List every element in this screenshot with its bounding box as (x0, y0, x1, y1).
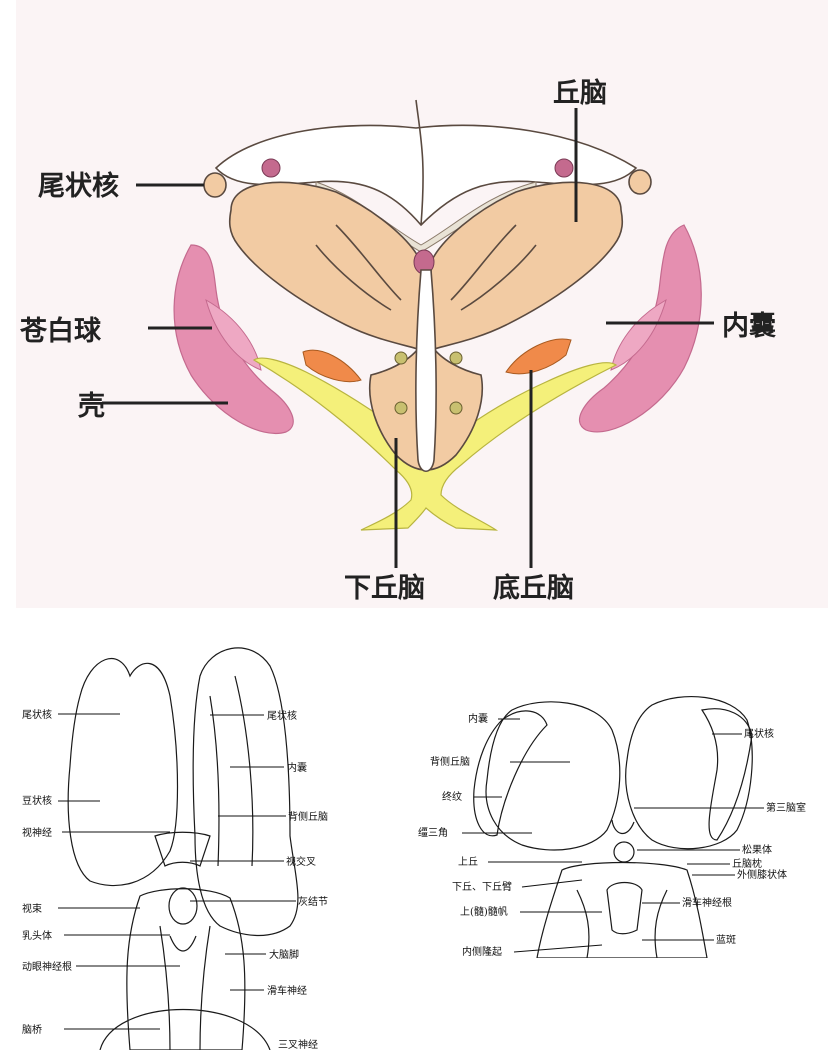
brainstem (126, 888, 246, 1050)
caudate-right (628, 169, 652, 195)
label-caudate-bl-right: 尾状核 (267, 709, 297, 722)
label-trochlear-br: 滑车神经根 (682, 896, 732, 909)
label-optic-chiasm-bl: 视交叉 (286, 855, 316, 868)
label-tuber-bl: 灰结节 (298, 895, 328, 908)
caudate-left (203, 172, 227, 198)
pineal-shape (613, 841, 635, 863)
mammillary-shape (168, 887, 198, 925)
label-internal-capsule: 内囊 (722, 311, 776, 342)
putamen-right (578, 224, 702, 433)
nucleus-dot (394, 401, 408, 415)
diencephalon-coronal-section: 丘脑 尾状核 苍白球 内囊 壳 下丘脑 底丘脑 (19, 78, 776, 604)
dorsal-view-illustration: 内囊 背侧丘脑 终纹 缰三角 上丘 下丘、下丘臂 上(髓)髓帆 内侧隆起 尾状核… (418, 695, 806, 958)
label-caudate-br: 尾状核 (744, 727, 774, 740)
label-medial-eminence-br: 内侧隆起 (462, 945, 502, 958)
label-thalamus: 丘脑 (553, 78, 607, 109)
label-internal-capsule-bl: 内囊 (287, 761, 307, 774)
right-hemisphere (192, 647, 299, 937)
pons-shape (99, 1008, 271, 1050)
label-pineal-br: 松果体 (742, 843, 772, 856)
label-lateral-geniculate-br: 外侧膝状体 (737, 868, 787, 881)
label-cerebral-peduncle-bl: 大脑脚 (269, 948, 299, 961)
label-velum-br: 上(髓)髓帆 (460, 905, 508, 918)
nucleus-dot (394, 351, 408, 365)
thalamus-right (430, 181, 624, 352)
label-oculomotor-bl: 动眼神经根 (22, 960, 72, 973)
label-caudate: 尾状核 (38, 170, 119, 202)
label-optic-tract-bl: 视束 (22, 902, 42, 915)
left-hemisphere (67, 658, 179, 887)
label-internal-capsule-br: 内囊 (468, 712, 488, 725)
right-thalamus-mass (625, 695, 753, 850)
choroid-plexus-right (554, 158, 574, 178)
label-putamen: 壳 (78, 391, 105, 422)
label-dorsal-thalamus-br: 背侧丘脑 (430, 755, 470, 768)
label-subthalamus: 底丘脑 (493, 572, 574, 604)
subthalamic-nucleus-left (302, 349, 362, 383)
third-ventricle (415, 269, 437, 473)
bottom-right-diagram: 内囊 背侧丘脑 终纹 缰三角 上丘 下丘、下丘臂 上(髓)髓帆 内侧隆起 尾状核… (402, 690, 828, 958)
label-superior-colliculus-br: 上丘 (458, 856, 478, 868)
bottom-left-diagram: 尾状核 豆状核 视神经 视束 乳头体 动眼神经根 脑桥 尾状核 内囊 背侧丘脑 … (20, 636, 338, 1050)
nucleus-dot (449, 351, 463, 365)
ventral-view-illustration: 尾状核 豆状核 视神经 视束 乳头体 动眼神经根 脑桥 尾状核 内囊 背侧丘脑 … (22, 647, 328, 1050)
globus-pallidus-left (205, 298, 262, 371)
putamen-left (173, 244, 294, 434)
right-caudate-band (701, 708, 753, 841)
label-globus-pallidus: 苍白球 (19, 315, 102, 347)
label-inferior-colliculus-br: 下丘、下丘臂 (452, 880, 512, 893)
label-hypothalamus: 下丘脑 (344, 573, 425, 604)
label-pulvinar-br: 丘脑枕 (732, 857, 762, 870)
choroid-plexus-left (261, 158, 281, 178)
label-lentiform-bl: 豆状核 (22, 794, 52, 807)
thalamus-left (228, 181, 422, 352)
brainstem-dorsal (536, 861, 708, 958)
globus-pallidus-right (610, 298, 667, 371)
nucleus-dot (449, 401, 463, 415)
label-dorsal-thalamus-bl: 背侧丘脑 (288, 810, 328, 823)
left-thalamus-mass (485, 701, 621, 851)
label-cutoff-bl: 三叉神经 (278, 1038, 318, 1050)
label-third-ventricle-br: 第三脑室 (766, 801, 806, 814)
left-caudate-band (473, 710, 548, 837)
label-stria-br: 终纹 (442, 790, 462, 803)
label-pons-bl: 脑桥 (22, 1023, 42, 1036)
label-mammillary-bl: 乳头体 (22, 929, 52, 942)
subthalamic-nucleus-right (505, 338, 572, 375)
label-locus-br: 蓝斑 (716, 933, 736, 946)
label-caudate-bl: 尾状核 (22, 708, 52, 721)
label-trochlear-bl: 滑车神经 (267, 984, 307, 997)
label-habenular-br: 缰三角 (418, 826, 448, 839)
optic-chiasm-shape (154, 831, 211, 867)
top-diagram: 丘脑 尾状核 苍白球 内囊 壳 下丘脑 底丘脑 (16, 0, 828, 608)
label-optic-nerve-bl: 视神经 (22, 826, 52, 839)
